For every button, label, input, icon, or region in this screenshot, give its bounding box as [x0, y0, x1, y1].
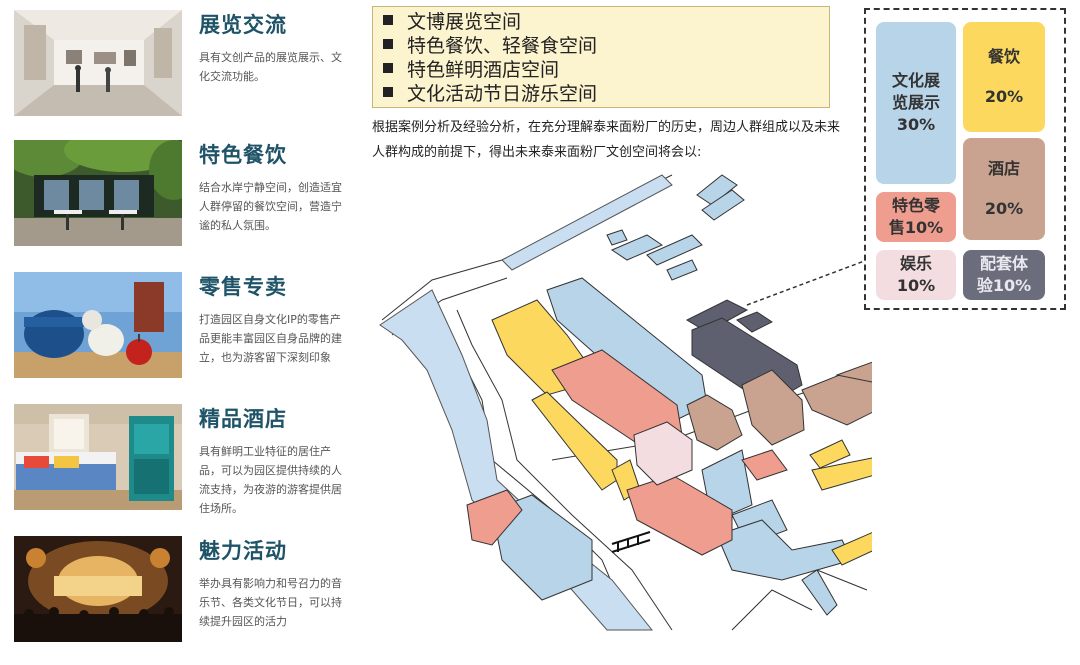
gallery-photo	[14, 10, 182, 116]
category-description: 举办具有影响力和号召力的音乐节、各类文化节日，可以持续提升园区的活力	[199, 577, 342, 628]
legend-tile-dining: 餐饮 20%	[963, 22, 1045, 132]
hotel-photo	[14, 404, 182, 510]
bridge-icon	[611, 531, 651, 553]
category-description: 打造园区自身文化IP的零售产品更能丰富园区自身品牌的建立，也为游客留下深刻印象	[199, 313, 342, 364]
legend-tile-hotel: 酒店 20%	[963, 138, 1045, 240]
category-title: 展览交流	[199, 13, 287, 37]
square-bullet-icon	[383, 39, 393, 49]
category-description: 具有文创产品的展览展示、文化交流功能。	[199, 51, 342, 83]
space-type-list: 文博展览空间 特色餐饮、轻餐食空间 特色鲜明酒店空间 文化活动节日游乐空间	[372, 6, 830, 108]
category-title: 零售专卖	[199, 275, 287, 299]
category-card-dining: 特色餐饮 结合水岸宁静空间，创造适宜人群停留的餐饮空间，营造宁谧的私人氛围。	[14, 140, 354, 252]
category-title: 精品酒店	[199, 407, 287, 431]
retail-buildings	[466, 349, 788, 556]
retail-photo	[14, 272, 182, 378]
category-title: 魅力活动	[199, 539, 287, 563]
culture-buildings	[491, 174, 853, 616]
list-item: 文化活动节日游乐空间	[383, 82, 829, 106]
proportion-legend: 文化展 览展示 30% 餐饮 20% 酒店 20% 特色零 售10% 娱乐 10…	[864, 8, 1066, 310]
category-description: 结合水岸宁静空间，创造适宜人群停留的餐饮空间，营造宁谧的私人氛围。	[199, 181, 342, 232]
legend-tile-culture: 文化展 览展示 30%	[876, 22, 956, 184]
square-bullet-icon	[383, 63, 393, 73]
legend-tile-entertainment: 娱乐 10%	[876, 250, 956, 300]
legend-tile-support: 配套体 验10%	[963, 250, 1045, 300]
intro-paragraph: 根据案例分析及经验分析，在充分理解泰来面粉厂的历史，周边人群组成以及未来人群构成…	[372, 120, 841, 160]
concert-photo	[14, 536, 182, 642]
category-card-hotel: 精品酒店 具有鲜明工业特征的居住产品，可以为园区提供持续的人流支持，为夜游的游客…	[14, 404, 354, 516]
list-item: 文博展览空间	[383, 10, 829, 34]
list-item: 特色鲜明酒店空间	[383, 58, 829, 82]
square-bullet-icon	[383, 87, 393, 97]
cafe-photo	[14, 140, 182, 246]
square-bullet-icon	[383, 15, 393, 25]
category-title: 特色餐饮	[199, 143, 287, 167]
category-description: 具有鲜明工业特征的居住产品，可以为园区提供持续的人流支持，为夜游的游客提供居住场…	[199, 445, 342, 515]
category-card-retail: 零售专卖 打造园区自身文化IP的零售产品更能丰富园区自身品牌的建立，也为游客留下…	[14, 272, 354, 384]
entertainment-buildings	[633, 421, 693, 486]
hotel-buildings	[686, 361, 872, 451]
site-plan-diagram	[379, 174, 872, 631]
legend-tile-retail: 特色零 售10%	[876, 192, 956, 242]
category-card-exhibition: 展览交流 具有文创产品的展览展示、文化交流功能。	[14, 10, 354, 122]
category-card-events: 魅力活动 举办具有影响力和号召力的音乐节、各类文化节日，可以持续提升园区的活力	[14, 536, 354, 648]
list-item: 特色餐饮、轻餐食空间	[383, 34, 829, 58]
